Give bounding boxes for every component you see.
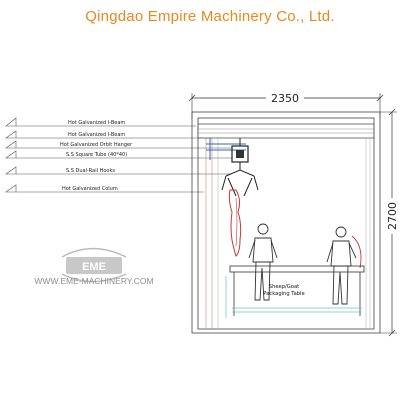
label-orbit-hanger: Hot Galvanized Orbit Hanger [60, 142, 133, 148]
component-labels: Hot Galvanized I-Beam Hot Galvanized I-B… [5, 117, 232, 193]
height-value: 2700 [386, 202, 399, 230]
company-title: Qingdao Empire Machinery Co., Ltd. [85, 8, 335, 25]
label-row: Hot Galvanized Orbit Hanger [5, 140, 232, 149]
table-label-line1: Sheep/Goat [269, 284, 299, 290]
packaging-table: Sheep/Goat Packaging Table [225, 265, 365, 318]
logo-arc-top [61, 247, 127, 258]
label-square-tube: S.S Square Tube (40*40) [66, 152, 127, 158]
label-galvanized-column: Hot Galvanized Colum [62, 186, 118, 192]
dual-rail-hook [221, 162, 259, 197]
label-row: Hot Galvanized I-Beam [5, 117, 196, 127]
width-dimension: 2350 [188, 90, 384, 118]
orbit-hanger [206, 138, 249, 163]
logo-arc-bottom [61, 273, 127, 283]
hanging-carcass [228, 189, 242, 257]
label-row: Hot Galvanized Colum [5, 184, 204, 193]
label-i-beam-1: Hot Galvanized I-Beam [68, 120, 125, 126]
room-frame [191, 111, 381, 334]
label-dual-rail-hooks: S.S Dual-Rail Hooks [66, 168, 115, 174]
label-row: S.S Dual-Rail Hooks [5, 166, 230, 175]
logo-url: WWW.EME-MACHINERY.COM [34, 276, 153, 286]
table-label-line2: Packaging Table [263, 291, 304, 297]
width-value: 2350 [271, 92, 299, 105]
label-row: S.S Square Tube (40*40) [5, 150, 232, 159]
eme-logo: EME WWW.EME-MACHINERY.COM [34, 247, 154, 286]
worker-right [326, 226, 362, 305]
label-row: Hot Galvanized I-Beam [5, 130, 212, 139]
worker-left [248, 223, 278, 301]
height-dimension: 2700 [380, 108, 399, 337]
logo-badge-text: EME [82, 261, 106, 273]
logo-badge [66, 257, 122, 274]
label-i-beam-2: Hot Galvanized I-Beam [68, 132, 125, 138]
